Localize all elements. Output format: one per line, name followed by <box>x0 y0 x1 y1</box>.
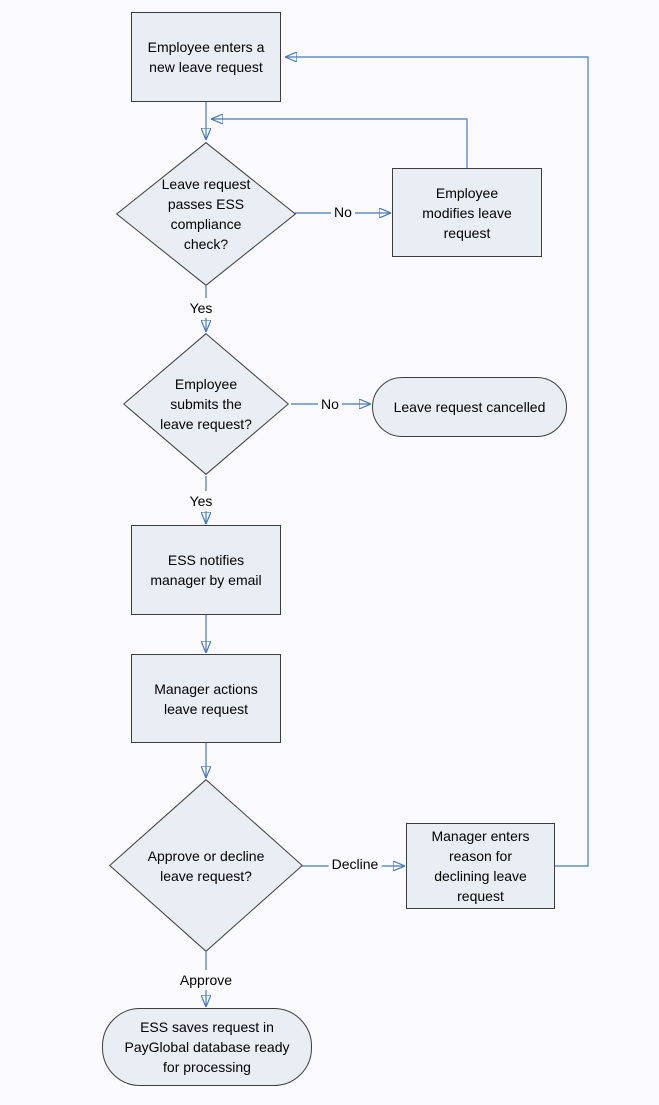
cancelled-label: Leave request cancelled <box>393 399 546 415</box>
decline-reason-node: Manager enters reason for declining leav… <box>406 823 555 909</box>
decline-reason-label: Manager enters reason for declining leav… <box>431 828 530 904</box>
saved-terminator: ESS saves request in PayGlobal database … <box>102 1008 312 1086</box>
approve-decline-label: Approve or decline leave request? <box>147 847 265 884</box>
manager-actions-label: Manager actions leave request <box>154 680 258 717</box>
diamond-shape <box>123 333 289 475</box>
start-node: Employee enters a new leave request <box>131 12 281 102</box>
compliance-check-label: Leave request passes ESS compliance chec… <box>161 176 251 252</box>
start-node-label: Employee enters a new leave request <box>147 39 265 75</box>
edge-label-compliance-yes: Yes <box>186 298 216 318</box>
edge-label-decision-decline: Decline <box>328 854 382 874</box>
saved-label: ESS saves request in PayGlobal database … <box>124 1019 290 1075</box>
edge-label-compliance-no: No <box>331 202 355 222</box>
edge-label-submit-no: No <box>318 394 342 414</box>
modify-request-label: Employee modifies leave request <box>422 184 512 241</box>
edge-label-decision-approve: Approve <box>176 970 236 990</box>
diamond-shape <box>109 779 303 952</box>
submit-check-decision: Employee submits the leave request? <box>123 333 289 475</box>
modify-request-node: Employee modifies leave request <box>392 168 542 257</box>
notify-manager-label: ESS notifies manager by email <box>150 552 262 588</box>
diamond-shape <box>116 142 296 286</box>
submit-check-label: Employee submits the leave request? <box>160 376 252 432</box>
compliance-check-decision: Leave request passes ESS compliance chec… <box>116 142 296 286</box>
notify-manager-node: ESS notifies manager by email <box>131 525 281 615</box>
edge-label-submit-yes: Yes <box>186 491 216 511</box>
edge-modify-loop-to-compliance <box>211 119 468 168</box>
approve-decline-decision: Approve or decline leave request? <box>109 779 303 952</box>
edge-decline-loop-to-start <box>285 57 589 867</box>
cancelled-terminator: Leave request cancelled <box>372 377 567 437</box>
manager-actions-node: Manager actions leave request <box>131 654 281 743</box>
